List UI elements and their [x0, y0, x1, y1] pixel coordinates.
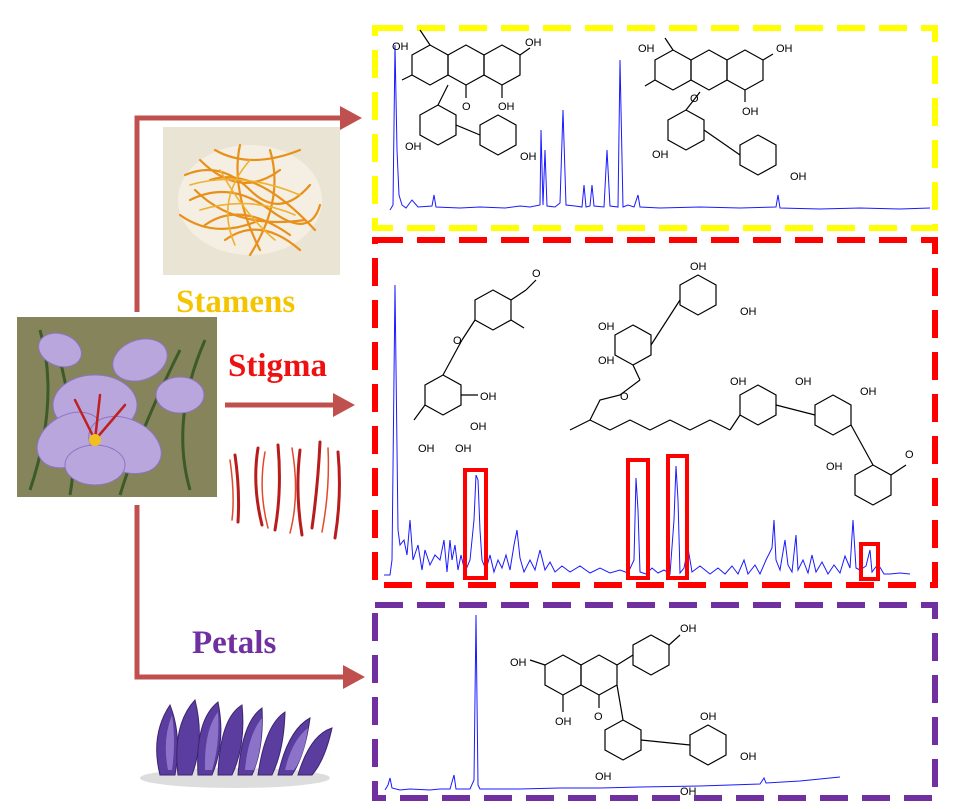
oh-label: OH: [795, 376, 812, 388]
oh-label: OH: [680, 623, 697, 635]
oh-label: OH: [455, 443, 472, 455]
petals-box: [372, 602, 938, 801]
stamens-trace: [389, 44, 931, 211]
oh-label: OH: [510, 657, 527, 669]
oh-label: OH: [470, 421, 487, 433]
stamens-structure-2: [644, 37, 777, 176]
petals-structure: [529, 634, 727, 766]
stigma-trace: [384, 284, 911, 576]
stigma-structure-picrocrocin: [413, 279, 537, 421]
oh-label: OH: [598, 321, 615, 333]
petals-trace: [384, 614, 841, 791]
petals-crocus-photo: [140, 698, 333, 788]
oh-label: OH: [418, 443, 435, 455]
oh-label: OH: [525, 37, 542, 49]
arrow-head-petals: [343, 665, 365, 689]
oh-label: OH: [790, 171, 807, 183]
oh-label: OH: [638, 43, 655, 55]
oh-label: OH: [742, 106, 759, 118]
label-stamens: Stamens: [176, 284, 295, 320]
stamens-structure-1: [401, 29, 531, 156]
oh-label: OH: [520, 151, 537, 163]
highlight-peak-2: [626, 458, 650, 580]
arrow-head-stigma: [333, 393, 355, 417]
arrow-head-stamens: [340, 106, 362, 130]
oh-label: OH: [652, 149, 669, 161]
oh-label: OH: [740, 751, 757, 763]
o-label: O: [905, 449, 914, 461]
stigma-structure-picrocrocin-labels: O O OH OH OH OH: [418, 268, 541, 455]
arrows: [134, 106, 365, 689]
highlight-peak-1: [463, 468, 488, 580]
stamens-photo: [163, 127, 340, 275]
stigma-structure-crocin: [569, 274, 907, 506]
oh-label: OH: [598, 355, 615, 367]
oh-label: OH: [690, 261, 707, 273]
arrow-to-petals: [134, 505, 345, 680]
stamens-structure-1-labels: OH OH OH O OH OH: [392, 37, 542, 163]
highlight-peak-4: [859, 542, 880, 581]
oh-label: OH: [498, 101, 515, 113]
highlight-peak-3: [666, 454, 689, 580]
o-label: O: [594, 711, 603, 723]
oh-label: OH: [680, 786, 697, 798]
oh-label: OH: [860, 386, 877, 398]
stigma-threads-photo: [229, 440, 341, 540]
oh-label: OH: [555, 716, 572, 728]
label-stigma: Stigma: [228, 348, 327, 384]
oh-label: OH: [595, 771, 612, 783]
oh-label: OH: [405, 141, 422, 153]
oh-label: OH: [826, 461, 843, 473]
oh-label: OH: [700, 711, 717, 723]
o-label: O: [462, 101, 471, 113]
arrow-to-stamens: [134, 115, 340, 312]
oh-label: OH: [740, 306, 757, 318]
oh-label: OH: [392, 41, 409, 53]
stamens-box: [372, 25, 938, 231]
oh-label: OH: [776, 43, 793, 55]
o-label: O: [532, 268, 541, 280]
crocus-flower-photo: [17, 317, 217, 497]
label-petals: Petals: [192, 625, 276, 661]
stamens-structure-2-labels: OH OH OH O OH OH: [638, 43, 807, 183]
oh-label: OH: [480, 391, 497, 403]
oh-label: OH: [730, 376, 747, 388]
petals-structure-labels: OH OH OH O OH OH OH OH: [510, 623, 757, 798]
o-label: O: [690, 93, 699, 105]
stigma-box: [372, 237, 938, 588]
stigma-structure-crocin-labels: OH OH OH OH O OH OH OH OH O: [598, 261, 914, 473]
o-label: O: [620, 391, 629, 403]
o-label: O: [453, 335, 462, 347]
